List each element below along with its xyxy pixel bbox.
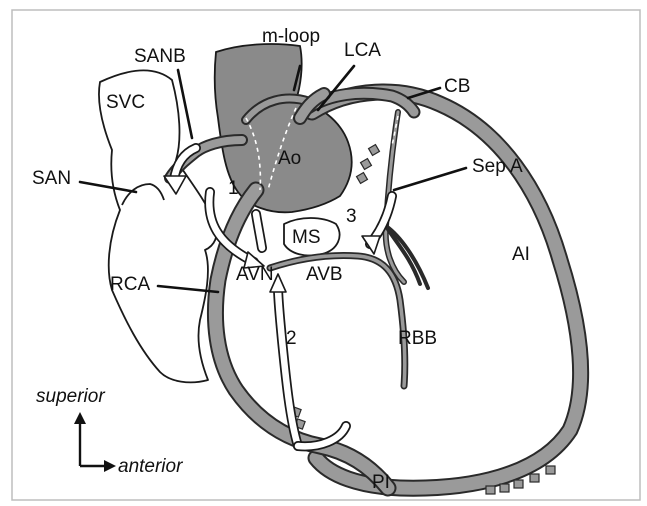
label-superior: superior bbox=[36, 386, 105, 407]
label-rca: RCA bbox=[110, 274, 150, 295]
label-san: SAN bbox=[32, 168, 71, 189]
label-ao: Ao bbox=[278, 148, 301, 169]
label-path-3: 3 bbox=[346, 206, 357, 227]
label-ai: AI bbox=[512, 244, 530, 265]
label-m-loop: m-loop bbox=[262, 26, 320, 47]
label-path-1: 1 bbox=[228, 178, 239, 199]
label-ms: MS bbox=[292, 227, 321, 248]
label-cb: CB bbox=[444, 76, 470, 97]
label-lca: LCA bbox=[344, 40, 381, 61]
label-rbb: RBB bbox=[398, 328, 437, 349]
label-path-2: 2 bbox=[286, 328, 297, 349]
label-sep-a: Sep A bbox=[472, 156, 523, 177]
label-sanb: SANB bbox=[134, 46, 186, 67]
label-avn: AVN bbox=[236, 264, 274, 285]
label-avb: AVB bbox=[306, 264, 343, 285]
label-anterior: anterior bbox=[118, 456, 183, 477]
label-svc: SVC bbox=[106, 92, 145, 113]
label-pi: PI bbox=[372, 472, 390, 493]
aorta-avn-arrow bbox=[256, 214, 262, 248]
